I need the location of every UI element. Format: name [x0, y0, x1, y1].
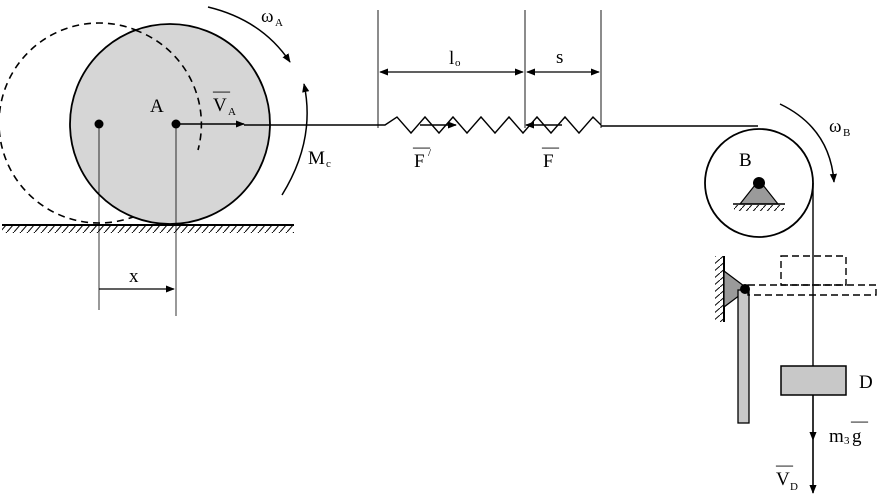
label-b: B: [739, 150, 752, 171]
svg-text:—: —: [541, 137, 560, 156]
spring-dimensions: [377, 10, 602, 128]
svg-text:V: V: [776, 469, 790, 490]
omega-a-arrow: [207, 6, 291, 63]
svg-text:D: D: [790, 481, 798, 493]
label-a: A: [150, 96, 164, 117]
lever-bar: [737, 289, 750, 424]
svg-text:F: F: [414, 151, 425, 172]
label-force-f-prime: — F /: [412, 137, 432, 172]
svg-text:A: A: [275, 17, 283, 29]
disc-a: [69, 23, 271, 225]
disc-a-initial-arc-overlay: [134, 29, 203, 151]
ground-hatch-icon: [734, 205, 784, 211]
ground-hatch-icon: [2, 225, 294, 233]
label-moment: M c: [308, 148, 331, 170]
displacement-x-dimension: [98, 124, 177, 316]
pulley-support: [733, 177, 785, 211]
svg-text:—: —: [212, 81, 231, 100]
wall-hatch-icon: [715, 256, 724, 322]
label-l0: l o: [449, 48, 461, 69]
moment-arrow: [281, 83, 310, 196]
svg-text:/: /: [428, 147, 432, 159]
label-omega-a: ω A: [261, 6, 283, 29]
hinged-lever: [715, 256, 750, 424]
svg-text:B: B: [843, 127, 850, 139]
pivot-triangle-icon: [723, 269, 749, 309]
spring: [378, 115, 602, 135]
svg-text:V: V: [213, 95, 227, 116]
svg-text:ω: ω: [829, 116, 842, 137]
svg-text:o: o: [455, 57, 461, 69]
svg-text:—: —: [850, 411, 869, 430]
svg-text:M: M: [308, 148, 325, 169]
svg-text:c: c: [326, 158, 331, 170]
ground-surface: [2, 224, 294, 233]
label-x: x: [129, 266, 139, 287]
label-omega-b: ω B: [829, 116, 850, 139]
block-d: [780, 365, 847, 396]
omega-b-arrow: [779, 103, 837, 183]
svg-text:g: g: [852, 426, 862, 447]
svg-text:ω: ω: [261, 6, 274, 27]
label-velocity-d: — V D: [775, 455, 798, 493]
label-force-f: — F: [541, 137, 560, 172]
svg-text:A: A: [228, 106, 236, 118]
svg-text:l: l: [449, 48, 454, 69]
label-d: D: [859, 372, 873, 393]
svg-text:—: —: [412, 137, 431, 156]
svg-text:m: m: [829, 426, 844, 447]
svg-text:F: F: [543, 151, 554, 172]
label-velocity-a: — V A: [212, 81, 236, 118]
svg-text:—: —: [775, 455, 794, 474]
label-weight: m 3 — g: [829, 411, 869, 447]
label-s: s: [556, 47, 563, 68]
svg-text:3: 3: [844, 435, 850, 447]
initial-support-dashed: [747, 255, 877, 296]
